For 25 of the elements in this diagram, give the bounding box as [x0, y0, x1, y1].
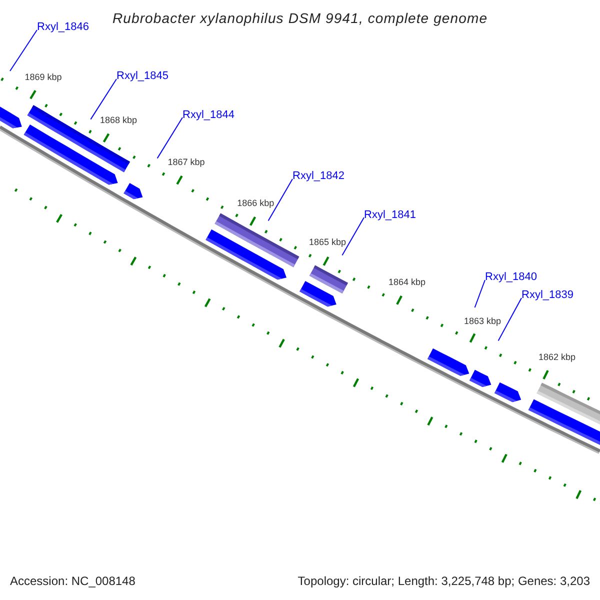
gene-label: Rxyl_1841: [364, 208, 416, 220]
genome-summary-text: Topology: circular; Length: 3,225,748 bp; Genes: 3,203: [298, 574, 590, 588]
position-label: 1863 kbp: [464, 316, 502, 326]
leader-line: [156, 117, 183, 159]
position-label: 1868 kbp: [100, 115, 138, 125]
gene-label: Rxyl_1846: [37, 21, 89, 33]
accession-text: Accession: NC_008148: [10, 574, 136, 588]
gene-label: Rxyl_1845: [116, 70, 168, 82]
leader-line: [90, 78, 117, 120]
gene-label: Rxyl_1844: [182, 108, 234, 120]
gene-label: Rxyl_1839: [522, 289, 574, 301]
leader-line: [342, 217, 364, 256]
position-label: 1869 kbp: [24, 72, 62, 82]
position-label: 1862 kbp: [538, 352, 576, 362]
position-label: 1867 kbp: [168, 157, 205, 168]
genome-title: Rubrobacter xylanophilus DSM 9941, complete genome: [112, 9, 488, 27]
leader-line: [474, 280, 486, 308]
gene-label: Rxyl_1840: [485, 271, 537, 283]
leader-line: [498, 298, 522, 342]
gene-label: Rxyl_1842: [292, 170, 344, 182]
leader-line: [268, 178, 293, 222]
position-label: 1865 kbp: [308, 237, 346, 247]
position-label: 1866 kbp: [237, 198, 274, 208]
leader-line: [10, 30, 38, 72]
position-label: 1864 kbp: [388, 277, 426, 287]
